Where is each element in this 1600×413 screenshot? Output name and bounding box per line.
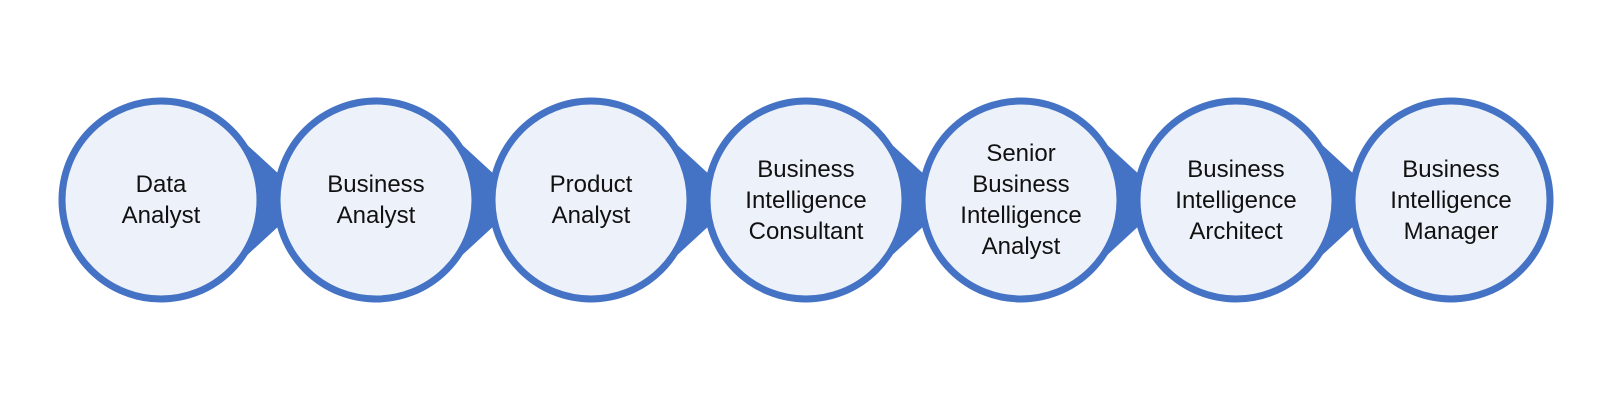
role-circle [1348, 97, 1554, 303]
role-circle [273, 97, 479, 303]
role-circle [1133, 97, 1339, 303]
role-circle [58, 97, 264, 303]
role-circle [703, 97, 909, 303]
role-circle [488, 97, 694, 303]
role-circle [918, 97, 1124, 303]
